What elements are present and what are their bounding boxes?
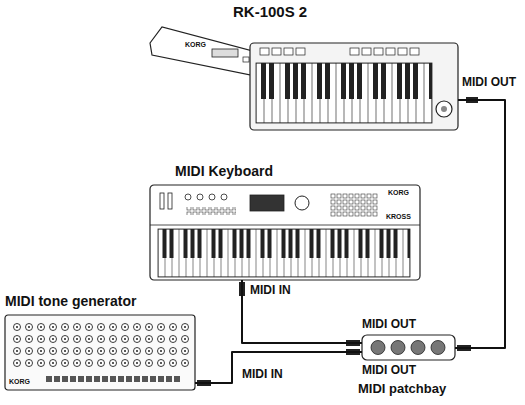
step-buttons — [45, 375, 181, 383]
knob-grid — [11, 321, 191, 369]
button-row — [186, 207, 236, 215]
knob — [221, 194, 227, 200]
panel-button — [398, 48, 407, 55]
panel-button — [284, 48, 293, 55]
midi-cable — [242, 280, 362, 343]
keyboard-white-keys — [158, 229, 410, 277]
panel-button — [350, 48, 359, 55]
slider — [168, 193, 172, 209]
panel-button — [410, 48, 419, 55]
keytar-white-keys — [256, 63, 432, 123]
port-label: MIDI OUT — [362, 318, 416, 332]
slider — [160, 193, 164, 209]
panel-button — [374, 48, 383, 55]
knob — [209, 194, 215, 200]
midi-keyboard-device: MIDI Keyboard — [150, 185, 420, 280]
keytar-body — [250, 43, 458, 130]
tone-generator-illustration — [5, 315, 195, 390]
display — [250, 195, 284, 211]
keytar-neck — [150, 27, 260, 77]
device-name: RK-100S 2 — [233, 3, 307, 20]
midi-patchbay-device: MIDI patchbay — [362, 335, 455, 360]
neck-button — [243, 57, 249, 62]
panel-button — [296, 48, 305, 55]
patchbay-illustration — [362, 335, 455, 360]
brand-logo: KORG — [388, 189, 409, 197]
panel-button — [386, 48, 395, 55]
keytar-black-keys — [256, 63, 432, 123]
model-logo: KROSS — [386, 213, 411, 221]
panel-line — [150, 225, 420, 226]
value-dial — [295, 196, 309, 210]
device-name: MIDI Keyboard — [175, 163, 273, 179]
tone-generator-body — [5, 315, 195, 390]
midi-port — [371, 341, 385, 355]
device-name: MIDI patchbay — [358, 382, 446, 397]
brand-logo: KORG — [9, 378, 30, 386]
neck-screen — [212, 49, 238, 57]
patchbay-body — [362, 335, 455, 360]
keyboard-black-keys — [158, 229, 410, 277]
midi-port — [431, 341, 445, 355]
knob — [185, 194, 191, 200]
keytar-illustration — [150, 27, 458, 130]
keytar-knob-center — [441, 106, 447, 112]
panel-button — [362, 48, 371, 55]
midi-port — [391, 341, 405, 355]
brand-logo: KORG — [185, 41, 206, 49]
midi-cable — [195, 352, 362, 383]
port-label: MIDI IN — [242, 368, 283, 382]
keyboard-illustration — [150, 185, 420, 280]
port-label: MIDI OUT — [362, 364, 416, 378]
device-name: MIDI tone generator — [5, 293, 136, 309]
tone-generator-device: MIDI tone generator — [5, 315, 195, 390]
port-label: MIDI OUT — [462, 76, 516, 90]
keytar-knob — [436, 101, 452, 117]
midi-port — [411, 341, 425, 355]
knob — [197, 194, 203, 200]
midi-cable — [455, 100, 505, 348]
panel-button — [272, 48, 281, 55]
port-label: MIDI IN — [250, 284, 291, 298]
keytar-device: RK-100S 2 — [150, 25, 458, 130]
panel-button — [260, 48, 269, 55]
keyboard-body — [150, 185, 420, 280]
button-grid — [330, 193, 378, 217]
